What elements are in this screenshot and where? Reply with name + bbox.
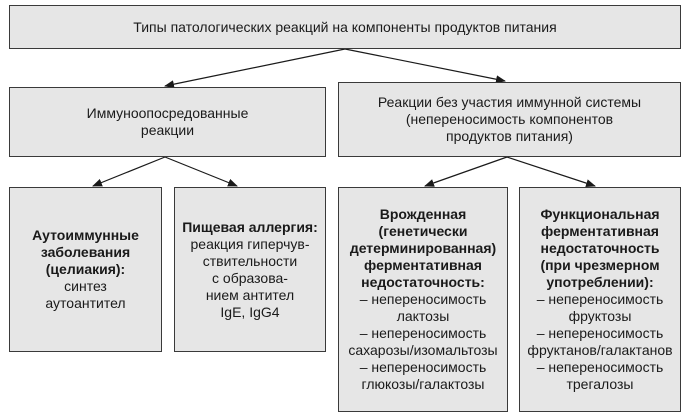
- food-allergy-heading: Пищевая аллергия:: [182, 218, 318, 235]
- functional-deficiency-box: Функциональная ферментативная недостаточ…: [519, 187, 681, 412]
- congenital-heading-3: детерминированная): [349, 240, 497, 256]
- functional-heading-2: ферментативная: [541, 223, 659, 239]
- food-allergy-text-3: с образова-: [212, 269, 288, 286]
- functional-text-5: – непереносимость: [536, 359, 664, 375]
- arrow-root-to-left: [164, 48, 346, 89]
- arrow-left-to-allergy: [164, 156, 238, 187]
- autoimmune-box: Аутоиммунные заболевания (целиакия): син…: [9, 187, 162, 352]
- functional-heading-1: Функциональная: [540, 206, 660, 222]
- food-allergy-text-2: ствительности: [202, 252, 298, 269]
- autoimmune-heading-3: (целиакия):: [45, 261, 126, 277]
- food-allergy-text-1: реакция гиперчув-: [190, 235, 310, 252]
- immune-mediated-box: Иммуноопосредованные реакции: [9, 87, 326, 157]
- functional-heading-5: употреблении):: [546, 274, 654, 290]
- congenital-heading-2: (генетически: [378, 223, 468, 239]
- root-box: Типы патологических реакций на компонент…: [9, 5, 681, 49]
- arrow-right-to-congenital: [424, 156, 508, 187]
- root-title: Типы патологических реакций на компонент…: [133, 18, 557, 35]
- congenital-heading-5: недостаточность:: [361, 274, 485, 290]
- functional-heading-4: (при чрезмерном: [540, 257, 660, 273]
- non-immune-line-2: (непереносимость компонентов: [405, 111, 614, 127]
- non-immune-box: Реакции без участия иммунной системы (не…: [338, 82, 681, 157]
- food-allergy-text-4: нием антител: [205, 286, 295, 303]
- autoimmune-text-1: синтез: [64, 278, 107, 294]
- autoimmune-heading-2: заболевания: [40, 244, 131, 260]
- functional-text-6: трегалозы: [566, 376, 634, 392]
- congenital-text-2: лактозы: [396, 308, 450, 324]
- immune-mediated-line-1: Иммуноопосредованные: [86, 105, 249, 121]
- congenital-text-5: – непереносимость: [359, 359, 487, 375]
- functional-heading-3: недостаточность: [540, 240, 660, 256]
- congenital-text-1: – непереносимость: [359, 291, 487, 307]
- congenital-heading-4: ферментативная: [364, 257, 482, 273]
- congenital-heading-1: Врожденная: [379, 206, 467, 222]
- arrow-right-to-functional: [506, 156, 596, 187]
- functional-text-3: – непереносимость: [536, 325, 664, 341]
- congenital-deficiency-box: Врожденная (генетически детерминированна…: [338, 187, 508, 412]
- arrow-root-to-right: [344, 48, 506, 84]
- non-immune-line-1: Реакции без участия иммунной системы: [377, 94, 642, 110]
- congenital-text-6: глюкозы/галактозы: [361, 376, 485, 392]
- food-allergy-box: Пищевая аллергия: реакция гиперчув- стви…: [174, 187, 326, 352]
- autoimmune-heading-1: Аутоиммунные: [32, 227, 139, 243]
- autoimmune-text-2: аутоантител: [45, 295, 126, 311]
- congenital-text-4: сахарозы/изомальтозы: [348, 342, 498, 358]
- functional-text-1: – непереносимость: [536, 291, 664, 307]
- arrow-left-to-autoimmune: [92, 156, 166, 187]
- food-allergy-text-5: IgE, IgG4: [220, 303, 280, 320]
- functional-text-4: фруктанов/галактанов: [527, 342, 673, 358]
- immune-mediated-line-2: реакции: [140, 122, 195, 138]
- non-immune-line-3: продуктов питания): [446, 128, 573, 144]
- functional-text-2: фруктозы: [568, 308, 632, 324]
- congenital-text-3: – непереносимость: [359, 325, 487, 341]
